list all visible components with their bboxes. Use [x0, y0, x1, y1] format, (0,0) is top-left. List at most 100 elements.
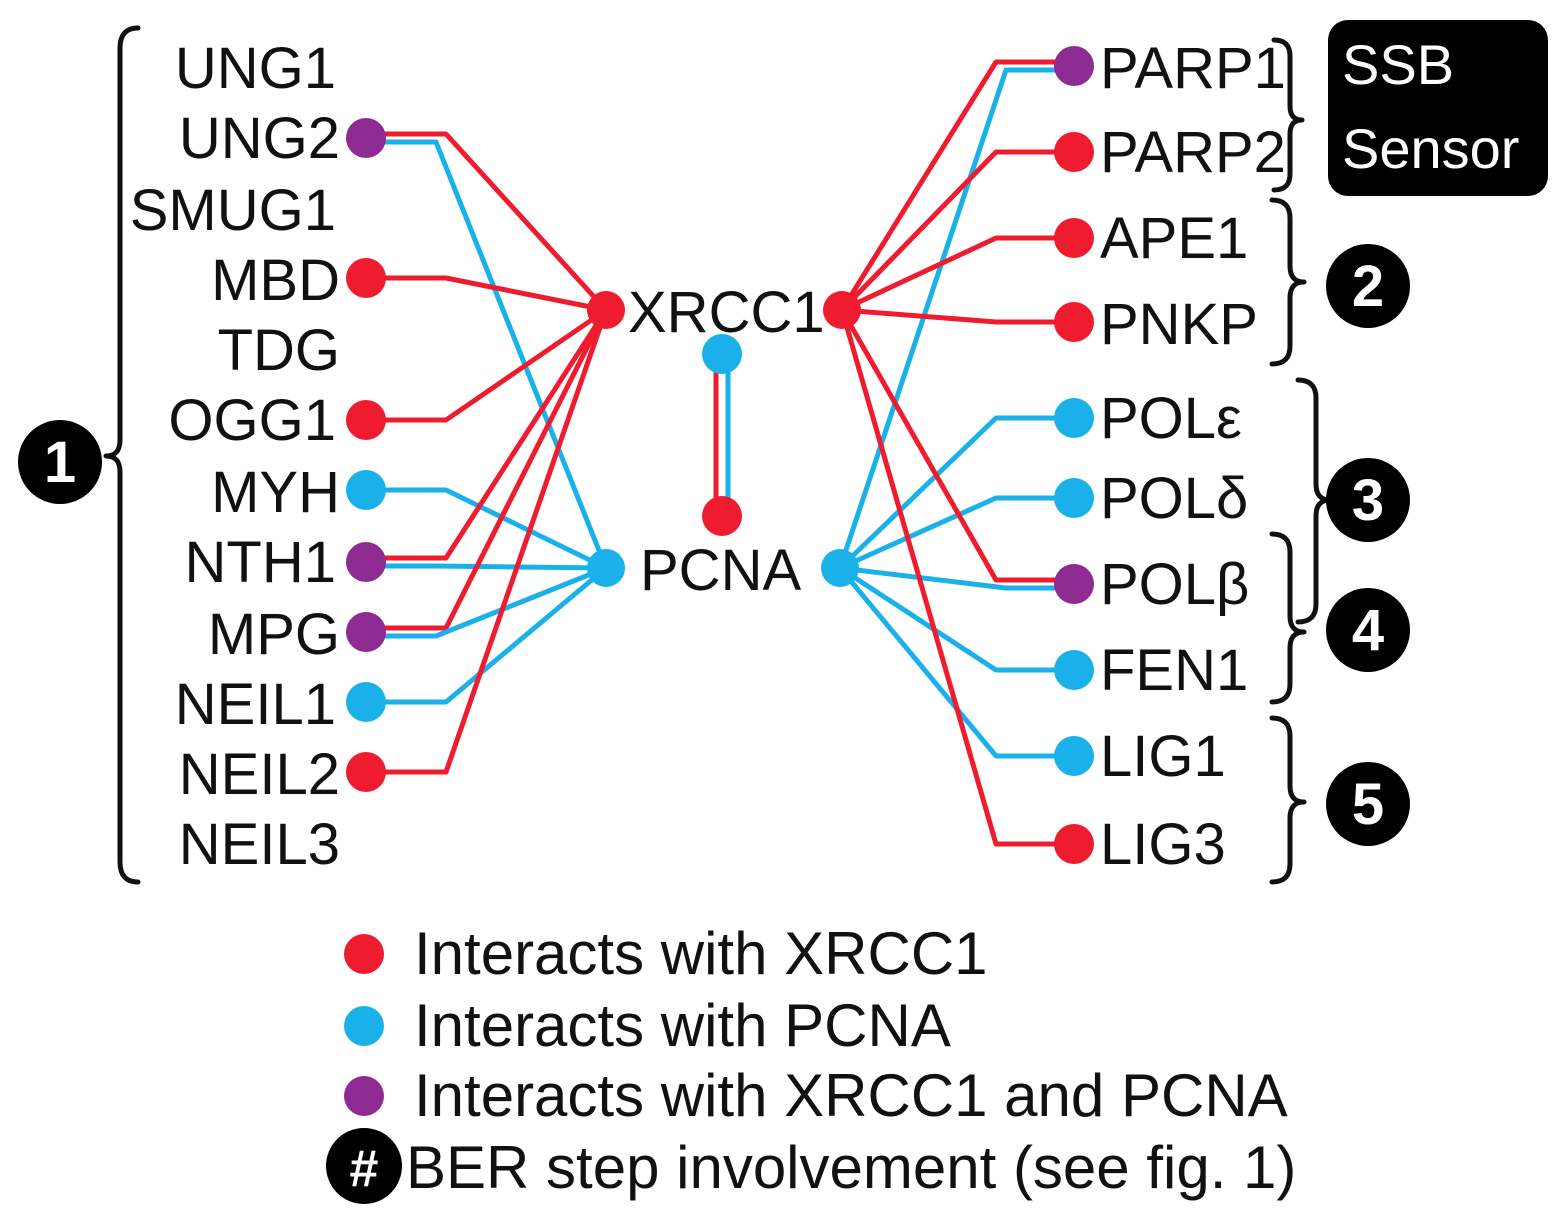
protein-dot-ogg1: [346, 400, 386, 440]
line-ogg1-to-xrcc1: [366, 307, 608, 423]
line-nth1-to-xrcc1: [366, 308, 609, 561]
legend-label-xrcc1: Interacts with XRCC1: [414, 920, 988, 987]
bracket-step-5: [1269, 715, 1307, 885]
step-badge-1-circle: [18, 420, 102, 504]
line-parp2-to-xrcc1: [840, 149, 1074, 312]
protein-dot-nth1: [346, 542, 386, 582]
bracket-step-3: [1295, 377, 1333, 625]
protein-label-nth1: NTH1: [185, 530, 336, 595]
ssb-sensor-box: SSB Sensor: [1328, 20, 1548, 196]
step-badge-2-number: 2: [1352, 254, 1384, 319]
line-ape1-to-xrcc1: [840, 235, 1074, 313]
line-neil2-to-xrcc1: [366, 309, 609, 775]
protein-label-pol-epsilon: POLε: [1100, 386, 1242, 451]
line-lig3-to-xrcc1: [839, 309, 1074, 847]
protein-dot-pol-delta: [1054, 478, 1094, 518]
legend-dot-xrcc1: [344, 934, 384, 974]
legend-step-symbol: #: [350, 1140, 379, 1198]
xrcc1-node-left: [587, 291, 625, 329]
protein-label-neil1: NEIL1: [175, 672, 336, 737]
protein-label-smug1: SMUG1: [130, 178, 336, 243]
protein-label-pol-delta: POLδ: [1100, 466, 1248, 531]
protein-label-pol-beta: POLβ: [1100, 552, 1249, 617]
protein-label-parp2: PARP2: [1100, 120, 1286, 185]
protein-dot-parp2: [1054, 132, 1094, 172]
line-mpg-to-pcna: [366, 565, 607, 639]
protein-dot-parp1: [1054, 46, 1094, 86]
pcna-node-left: [587, 549, 625, 587]
protein-dot-pol-epsilon: [1054, 398, 1094, 438]
line-neil1-to-pcna: [366, 566, 608, 705]
right-protein-labels: PARP1 PARP2 APE1 PNKP POLε POLδ POLβ FEN…: [1100, 36, 1286, 877]
line-pol-epsilon-to-pcna: [838, 415, 1074, 570]
protein-dot-neil2: [346, 752, 386, 792]
interaction-nodes: [346, 46, 1094, 864]
line-myh-to-pcna: [366, 487, 608, 571]
line-mpg-to-xrcc1: [366, 308, 609, 631]
protein-label-parp1: PARP1: [1100, 36, 1286, 101]
legend-dot-both: [344, 1076, 384, 1116]
protein-label-mbd: MBD: [211, 248, 340, 313]
protein-label-tdg: TDG: [218, 318, 340, 383]
protein-label-myh: MYH: [211, 460, 340, 525]
bracket-ssb-sensor: [1271, 37, 1305, 193]
protein-label-mpg: MPG: [208, 602, 340, 667]
interaction-lines: [366, 59, 1074, 847]
line-mbd-to-xrcc1: [366, 275, 607, 313]
pcna-node-right: [821, 549, 859, 587]
step-badge-1: 1: [18, 420, 102, 504]
step-badge-4-circle: [1326, 588, 1410, 672]
bracket-step-2: [1269, 197, 1307, 367]
protein-label-ape1: APE1: [1100, 206, 1248, 271]
step-badge-3-circle: [1326, 458, 1410, 542]
step-badge-1-number: 1: [44, 430, 76, 495]
protein-label-fen1: FEN1: [1100, 638, 1248, 703]
bracket-step-4: [1269, 531, 1307, 705]
protein-dot-lig3: [1054, 824, 1094, 864]
step-badge-3-number: 3: [1352, 468, 1384, 533]
step-badge-2: 2: [1326, 244, 1410, 328]
protein-label-ung2: UNG2: [179, 106, 340, 171]
step-badge-4: 4: [1326, 588, 1410, 672]
protein-label-neil3: NEIL3: [179, 812, 340, 877]
line-fen1-to-pcna: [838, 565, 1074, 673]
legend-label-pcna: Interacts with PCNA: [414, 992, 951, 1059]
xrcc1-link-node: [702, 496, 742, 536]
line-pnkp-to-xrcc1: [841, 307, 1074, 325]
ssb-sensor-line2: Sensor: [1342, 117, 1519, 180]
protein-label-pnkp: PNKP: [1100, 292, 1258, 357]
legend: Interacts with XRCC1 Interacts with PCNA…: [326, 920, 1296, 1204]
ssb-sensor-background: [1328, 20, 1548, 196]
bracket-step-1: [103, 25, 141, 885]
protein-dot-myh: [346, 470, 386, 510]
line-ung2-to-pcna: [366, 139, 609, 569]
protein-dot-ape1: [1054, 218, 1094, 258]
group-brackets: [103, 25, 1333, 885]
line-nth1-to-pcna: [366, 563, 607, 571]
protein-label-ogg1: OGG1: [168, 388, 336, 453]
xrcc1-node-right: [823, 291, 861, 329]
protein-label-lig3: LIG3: [1100, 812, 1226, 877]
protein-label-ung1: UNG1: [175, 36, 336, 101]
protein-label-lig1: LIG1: [1100, 724, 1226, 789]
protein-dot-mbd: [346, 258, 386, 298]
legend-label-step: BER step involvement (see fig. 1): [406, 1134, 1296, 1201]
step-badge-4-number: 4: [1352, 598, 1384, 663]
step-badge-5: 5: [1326, 762, 1410, 846]
line-ung2-to-xrcc1: [366, 131, 608, 312]
legend-step-badge: [326, 1128, 402, 1204]
legend-dot-pcna: [344, 1006, 384, 1046]
protein-dot-fen1: [1054, 650, 1094, 690]
hub-label-pcna: PCNA: [640, 538, 801, 603]
protein-dot-ung2: [346, 118, 386, 158]
step-badge-5-circle: [1326, 762, 1410, 846]
step-badge-3: 3: [1326, 458, 1410, 542]
pcna-link-node: [702, 334, 742, 374]
line-pol-beta-to-pcna: [839, 565, 1074, 591]
protein-dot-pnkp: [1054, 302, 1094, 342]
line-parp1-to-xrcc1: [839, 59, 1074, 312]
protein-dot-neil1: [346, 682, 386, 722]
step-badge-5-number: 5: [1352, 772, 1384, 837]
protein-label-neil2: NEIL2: [179, 742, 340, 807]
